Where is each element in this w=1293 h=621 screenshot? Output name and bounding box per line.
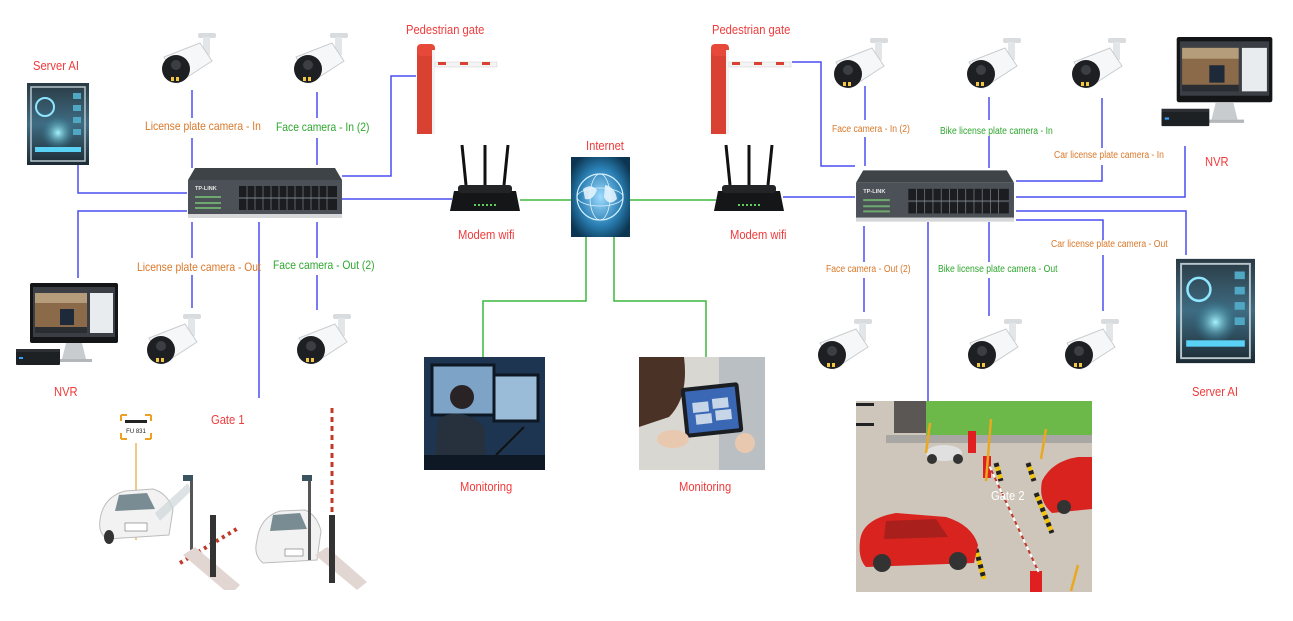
camera-label-car-out-right: Car license plate camera - Out — [1051, 239, 1168, 250]
network-switch-icon[interactable] — [187, 166, 343, 220]
network-switch-icon[interactable] — [855, 168, 1015, 224]
camera-label-bike-out-right: Bike license plate camera - Out — [938, 264, 1058, 275]
gate2-illustration — [856, 401, 1092, 592]
tablet-user-photo — [639, 357, 765, 470]
nvr-monitor-icon[interactable] — [1158, 37, 1278, 137]
server-icon[interactable] — [27, 83, 89, 165]
modem-left-label: Modem wifi — [458, 227, 515, 242]
car-icon — [99, 488, 174, 544]
camera-icon[interactable] — [966, 317, 1026, 379]
server-right-label: Server AI — [1192, 384, 1238, 399]
server-icon[interactable] — [1176, 255, 1255, 367]
monitoring-right-label: Monitoring — [679, 479, 732, 494]
wire-cam-car-in-right-2 — [1016, 165, 1103, 182]
gate2-label: Gate 2 — [991, 488, 1025, 503]
globe-icon[interactable] — [571, 157, 630, 237]
camera-label-face-out-right: Face camera - Out (2) — [826, 264, 911, 275]
camera-label-bike-in-right: Bike license plate camera - In — [940, 126, 1053, 137]
camera-icon[interactable] — [1070, 36, 1130, 98]
wire-server-left-switch — [77, 165, 187, 194]
wire-internet-monitoring-right — [613, 237, 707, 357]
wire-nvr-right — [1016, 146, 1186, 198]
camera-icon[interactable] — [1063, 317, 1123, 379]
wire-ped-gate-left — [342, 75, 416, 177]
nvr-left-label: NVR — [54, 384, 78, 399]
internet-label: Internet — [586, 138, 624, 153]
camera-icon[interactable] — [292, 31, 352, 93]
camera-icon[interactable] — [816, 317, 876, 379]
monitoring-left-label: Monitoring — [460, 479, 513, 494]
security-operator-photo — [424, 357, 545, 470]
camera-icon[interactable] — [965, 36, 1025, 98]
router-icon[interactable] — [714, 143, 784, 215]
nvr-monitor-icon[interactable] — [16, 283, 120, 375]
camera-label-face-in-left: Face camera - In (2) — [276, 120, 370, 134]
wire-internet-monitoring-left — [482, 237, 587, 357]
camera-label-car-in-right: Car license plate camera - In — [1054, 150, 1164, 161]
gate1-label: Gate 1 — [211, 412, 245, 427]
modem-right-label: Modem wifi — [730, 227, 787, 242]
car-icon — [255, 509, 322, 564]
camera-label-lp-out-left: License plate camera - Out — [137, 260, 261, 274]
camera-icon[interactable] — [295, 312, 355, 374]
barrier-gate-icon[interactable] — [710, 40, 792, 136]
router-icon[interactable] — [450, 143, 520, 215]
camera-label-face-out-left: Face camera - Out (2) — [273, 258, 375, 272]
plate-text: FU 831 — [126, 429, 146, 435]
wire-cam-car-out-right — [1016, 219, 1104, 240]
camera-icon[interactable] — [145, 312, 205, 374]
nvr-right-label: NVR — [1205, 154, 1229, 169]
barrier-gate-icon[interactable] — [416, 40, 498, 136]
pedestrian-gate-left-label: Pedestrian gate — [406, 22, 485, 37]
gate1-illustration: FU 831 — [99, 408, 367, 590]
camera-icon[interactable] — [160, 31, 220, 93]
wire-server-right — [1016, 210, 1187, 255]
pedestrian-gate-right-label: Pedestrian gate — [712, 22, 791, 37]
wire-nvr-left-switch — [77, 210, 187, 278]
camera-label-lp-in-left: License plate camera - In — [145, 119, 261, 133]
camera-label-face-in-right: Face camera - In (2) — [832, 124, 910, 135]
server-left-label: Server AI — [33, 58, 79, 73]
wire-ped-gate-right — [792, 61, 855, 167]
camera-icon[interactable] — [832, 36, 892, 98]
